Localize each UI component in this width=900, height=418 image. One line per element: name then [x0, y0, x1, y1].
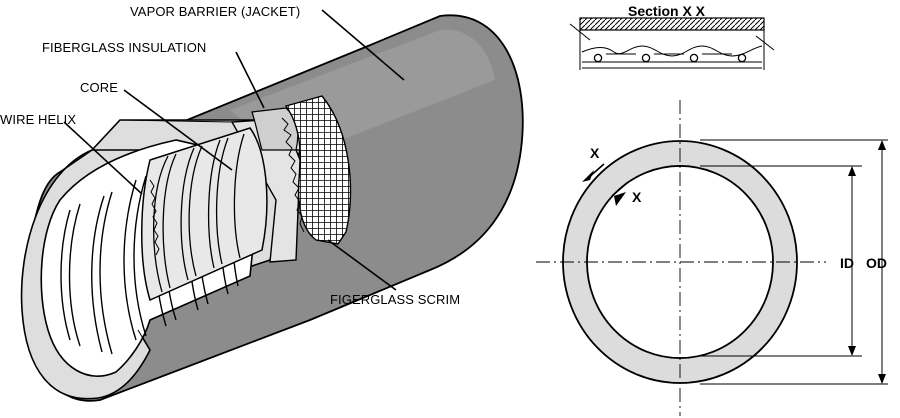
label-fiberglass-scrim: FIGERGLASS SCRIM: [330, 292, 460, 307]
section-mark-x-bottom: X: [632, 189, 642, 205]
section-title: Section X X: [628, 3, 706, 19]
label-od: OD: [866, 255, 887, 271]
label-core: CORE: [80, 80, 118, 95]
section-mark-x-top: X: [590, 145, 600, 161]
section-jacket-strip: [579, 17, 765, 31]
fiberglass-scrim-mesh: [284, 95, 352, 245]
label-id: ID: [840, 255, 854, 271]
label-wire-helix: WIRE HELIX: [0, 112, 76, 127]
label-vapor-barrier: VAPOR BARRIER (JACKET): [130, 4, 300, 19]
duct-cutaway: [20, 14, 524, 402]
ring-cross-section: X X ID OD: [536, 100, 888, 416]
section-core-layer: [581, 45, 763, 57]
leader-lines: [63, 9, 405, 291]
label-fiberglass-insulation: FIBERGLASS INSULATION: [42, 40, 206, 55]
section-xx-detail: Section X X: [569, 3, 775, 70]
